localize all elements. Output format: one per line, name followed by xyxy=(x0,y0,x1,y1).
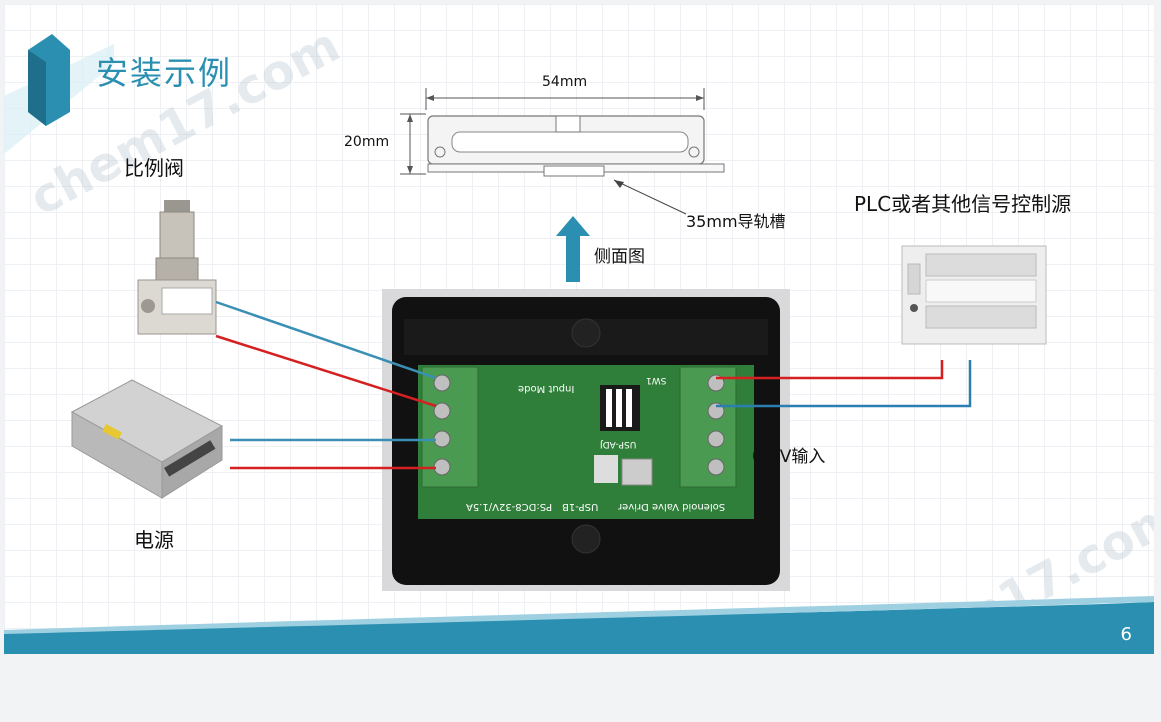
up-arrow-icon xyxy=(556,216,590,282)
plc-image xyxy=(901,245,1047,345)
width-dimension-label: 54mm xyxy=(542,74,588,90)
page-number: 6 xyxy=(1120,624,1132,645)
side-view-drawing xyxy=(400,88,725,215)
title-decoration xyxy=(4,34,114,154)
wiring xyxy=(215,300,972,470)
page-title: 安装示例 xyxy=(96,54,233,92)
power-label: 电源 xyxy=(134,528,174,552)
power-supply-image xyxy=(70,379,224,499)
plc-label: PLC或者其他信号控制源 xyxy=(854,192,1072,216)
driver-board-drawing xyxy=(392,297,780,585)
side-view-label: 侧面图 xyxy=(594,247,645,267)
valve-label: 比例阀 xyxy=(124,156,184,180)
slide: 安装示例 chem17.com chem17.com 54mm 20mm 35m… xyxy=(4,4,1154,654)
rail-slot-label: 35mm导轨槽 xyxy=(686,212,786,231)
height-dimension-label: 20mm xyxy=(344,134,390,150)
proportional-valve-image xyxy=(137,200,217,335)
input-range-label: 0-5V输入 xyxy=(752,447,826,467)
driver-board-photo: USP-1B PS:DC8-32V/1.5A Solenoid Valve Dr… xyxy=(382,289,790,591)
